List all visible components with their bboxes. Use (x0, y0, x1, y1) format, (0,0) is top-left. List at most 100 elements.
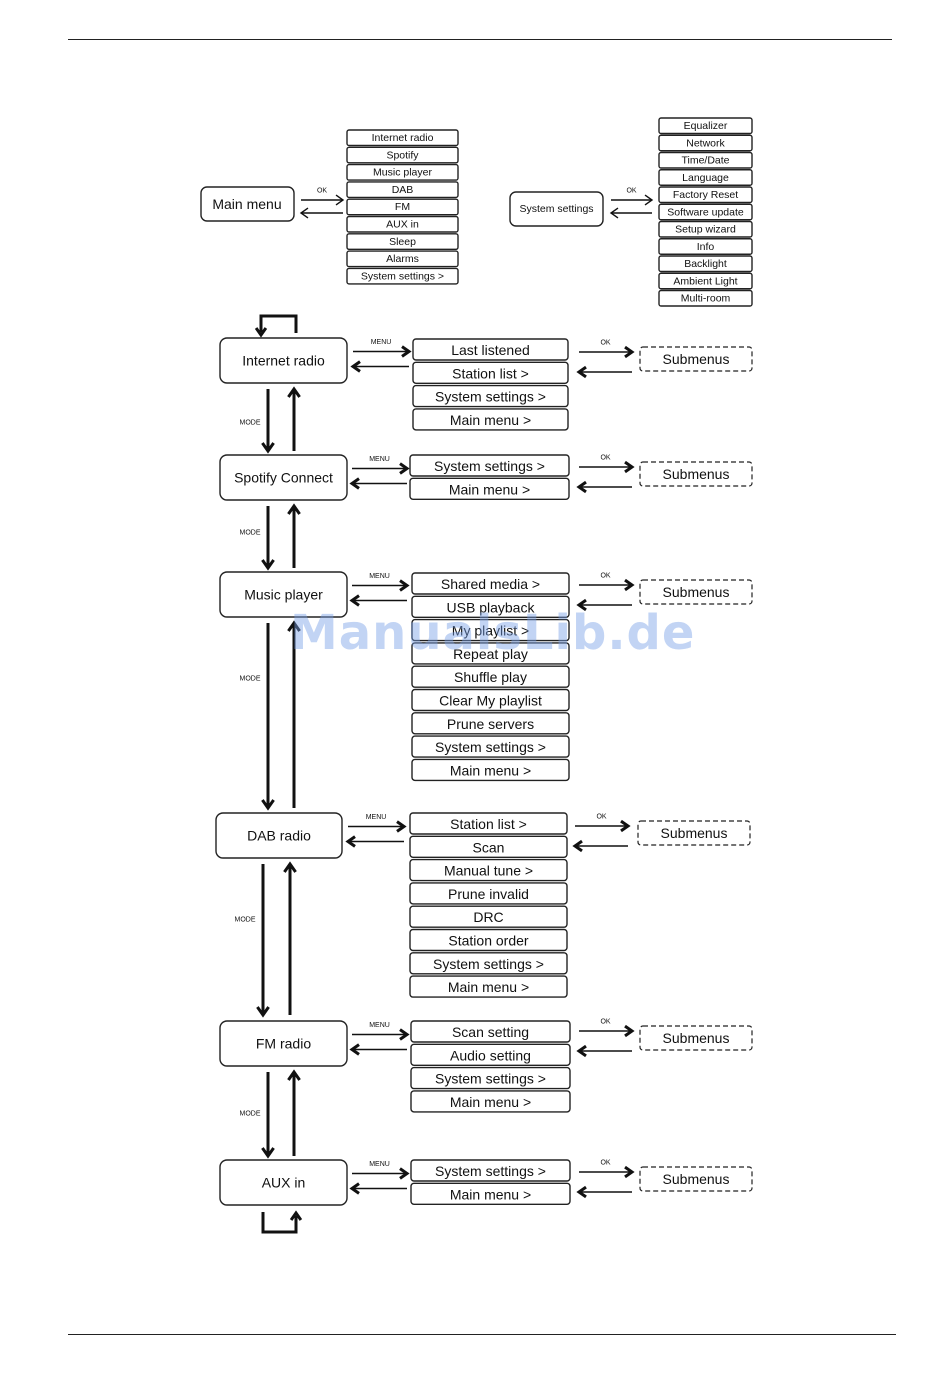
mode-menu-forward-arrowhead (399, 1028, 410, 1041)
mode-ok-back-arrowhead (576, 480, 587, 494)
system-settings-item (658, 151, 753, 169)
system-settings-item (658, 134, 753, 152)
mode-submenu-item (410, 1159, 571, 1182)
mode-down-arrowhead (261, 559, 275, 571)
mode-submenu-item (411, 758, 570, 782)
mode-submenu-item-label: Main menu > (450, 412, 531, 428)
system-settings-box (509, 191, 604, 227)
mode-submenu-item (410, 1043, 571, 1067)
mode-submenu-item (411, 665, 570, 688)
mode-box (219, 454, 348, 501)
main-menu-item (346, 181, 459, 199)
mode-down-arrowhead (256, 1006, 270, 1018)
mode-menu-back-arrowhead (349, 594, 360, 607)
submenus-label: Submenus (663, 1171, 730, 1187)
system-settings-item-label: Multi-room (681, 293, 731, 305)
mode-submenu-item-label: Shared media > (441, 576, 540, 592)
mode-box (219, 337, 348, 384)
mode-submenu-item-label: System settings > (435, 739, 546, 755)
mode-box (215, 812, 343, 859)
mode-submenu-item-label: My playlist > (452, 623, 529, 639)
mode-submenu-item-label: Main menu > (449, 481, 530, 497)
system-settings-item (658, 220, 753, 238)
system-settings-item (658, 169, 753, 186)
main-menu-item (346, 129, 459, 147)
mode-submenu-item-label: USB playback (447, 599, 536, 615)
mode-menu-label: MENU (371, 339, 392, 346)
system-settings-item-label: Backlight (684, 258, 727, 270)
mode-submenu-item (410, 1066, 571, 1090)
mode-down-arrowhead (261, 442, 275, 454)
mode-ok-label: OK (600, 340, 610, 347)
main-menu-item-label: Alarms (386, 253, 419, 265)
mode-menu-forward-arrowhead (401, 345, 412, 358)
mode-submenu-item-label: System settings > (435, 389, 546, 405)
system-settings-item (658, 117, 753, 135)
mode-submenu-item-label: Manual tune > (444, 863, 533, 879)
mode-ok-forward-arrowhead (624, 1165, 635, 1179)
mode-up-arrowhead (287, 620, 301, 632)
mode-submenu-item (409, 975, 568, 998)
mode-ok-forward-arrowhead (624, 460, 635, 474)
mode-submenu-item (411, 735, 570, 758)
mode-menu-back-arrowhead (349, 1043, 360, 1056)
mode-submenu-item (409, 905, 568, 928)
main-menu-item (346, 233, 459, 251)
system-settings-item (658, 203, 753, 221)
main-menu-ok-back-arrowhead (299, 207, 309, 219)
mode-submenu-item (411, 688, 570, 712)
submenus-box (639, 346, 753, 372)
mode-ok-label: OK (600, 573, 610, 580)
submenus-label: Submenus (663, 1030, 730, 1046)
mode-submenu-item-label: Main menu > (448, 979, 529, 995)
mode-loop-bottom-arrow (261, 1212, 298, 1234)
mode-box (219, 1020, 348, 1067)
mode-menu-label: MENU (366, 814, 387, 821)
main-menu-item (346, 267, 459, 285)
mode-loop-top-arrow (259, 314, 298, 333)
mode-submenu-item (412, 384, 569, 408)
main-menu-title: Main menu (212, 196, 281, 212)
main-menu-item-label: Internet radio (372, 132, 434, 144)
submenus-label: Submenus (661, 825, 728, 841)
mode-ok-forward-arrowhead (620, 819, 631, 833)
mode-ok-back-arrowhead (576, 1044, 587, 1058)
mode-submenu-item (409, 952, 568, 975)
system-settings-item (658, 255, 753, 273)
mode-label: MODE (240, 420, 261, 427)
system-settings-ok-back-arrowhead (609, 207, 619, 219)
mode-label: MODE (240, 676, 261, 683)
watermark: ManualsLib.de (290, 605, 696, 661)
mode-submenu-item-label: Clear My playlist (439, 693, 542, 709)
mode-submenu-item-label: System settings > (434, 458, 545, 474)
mode-submenu-item (411, 712, 570, 735)
mode-submenu-item (411, 642, 570, 665)
mode-submenu-item (409, 454, 570, 477)
main-menu-item-label: Music player (373, 167, 432, 179)
mode-loop-top-arrowhead (254, 327, 268, 338)
mode-ok-forward-arrowhead (624, 1024, 635, 1038)
mode-title: Music player (244, 587, 323, 603)
submenus-box (639, 1166, 753, 1192)
system-settings-item-label: Equalizer (684, 120, 728, 132)
mode-title: DAB radio (247, 828, 311, 844)
mode-submenu-item (410, 1020, 571, 1043)
system-settings-item-label: Ambient Light (673, 275, 737, 287)
mode-ok-back-arrowhead (576, 598, 587, 612)
mode-menu-back-arrowhead (349, 1182, 360, 1195)
system-settings-item-label: Info (697, 241, 715, 253)
main-menu-item-label: AUX in (386, 219, 419, 231)
mode-menu-forward-arrowhead (399, 1167, 410, 1180)
mode-submenu-item (412, 408, 569, 431)
mode-menu-forward-arrowhead (396, 820, 407, 833)
mode-down-arrowhead (261, 1147, 275, 1159)
mode-menu-label: MENU (369, 1161, 390, 1168)
mode-up-arrowhead (287, 1069, 301, 1081)
mode-submenu-item-label: Scan setting (452, 1024, 529, 1040)
mode-ok-forward-arrowhead (624, 345, 635, 359)
mode-menu-back-arrowhead (345, 835, 356, 848)
main-menu-item (346, 198, 459, 216)
mode-box (219, 571, 348, 618)
mode-title: Spotify Connect (234, 470, 333, 486)
mode-submenu-item-label: Prune servers (447, 716, 534, 732)
